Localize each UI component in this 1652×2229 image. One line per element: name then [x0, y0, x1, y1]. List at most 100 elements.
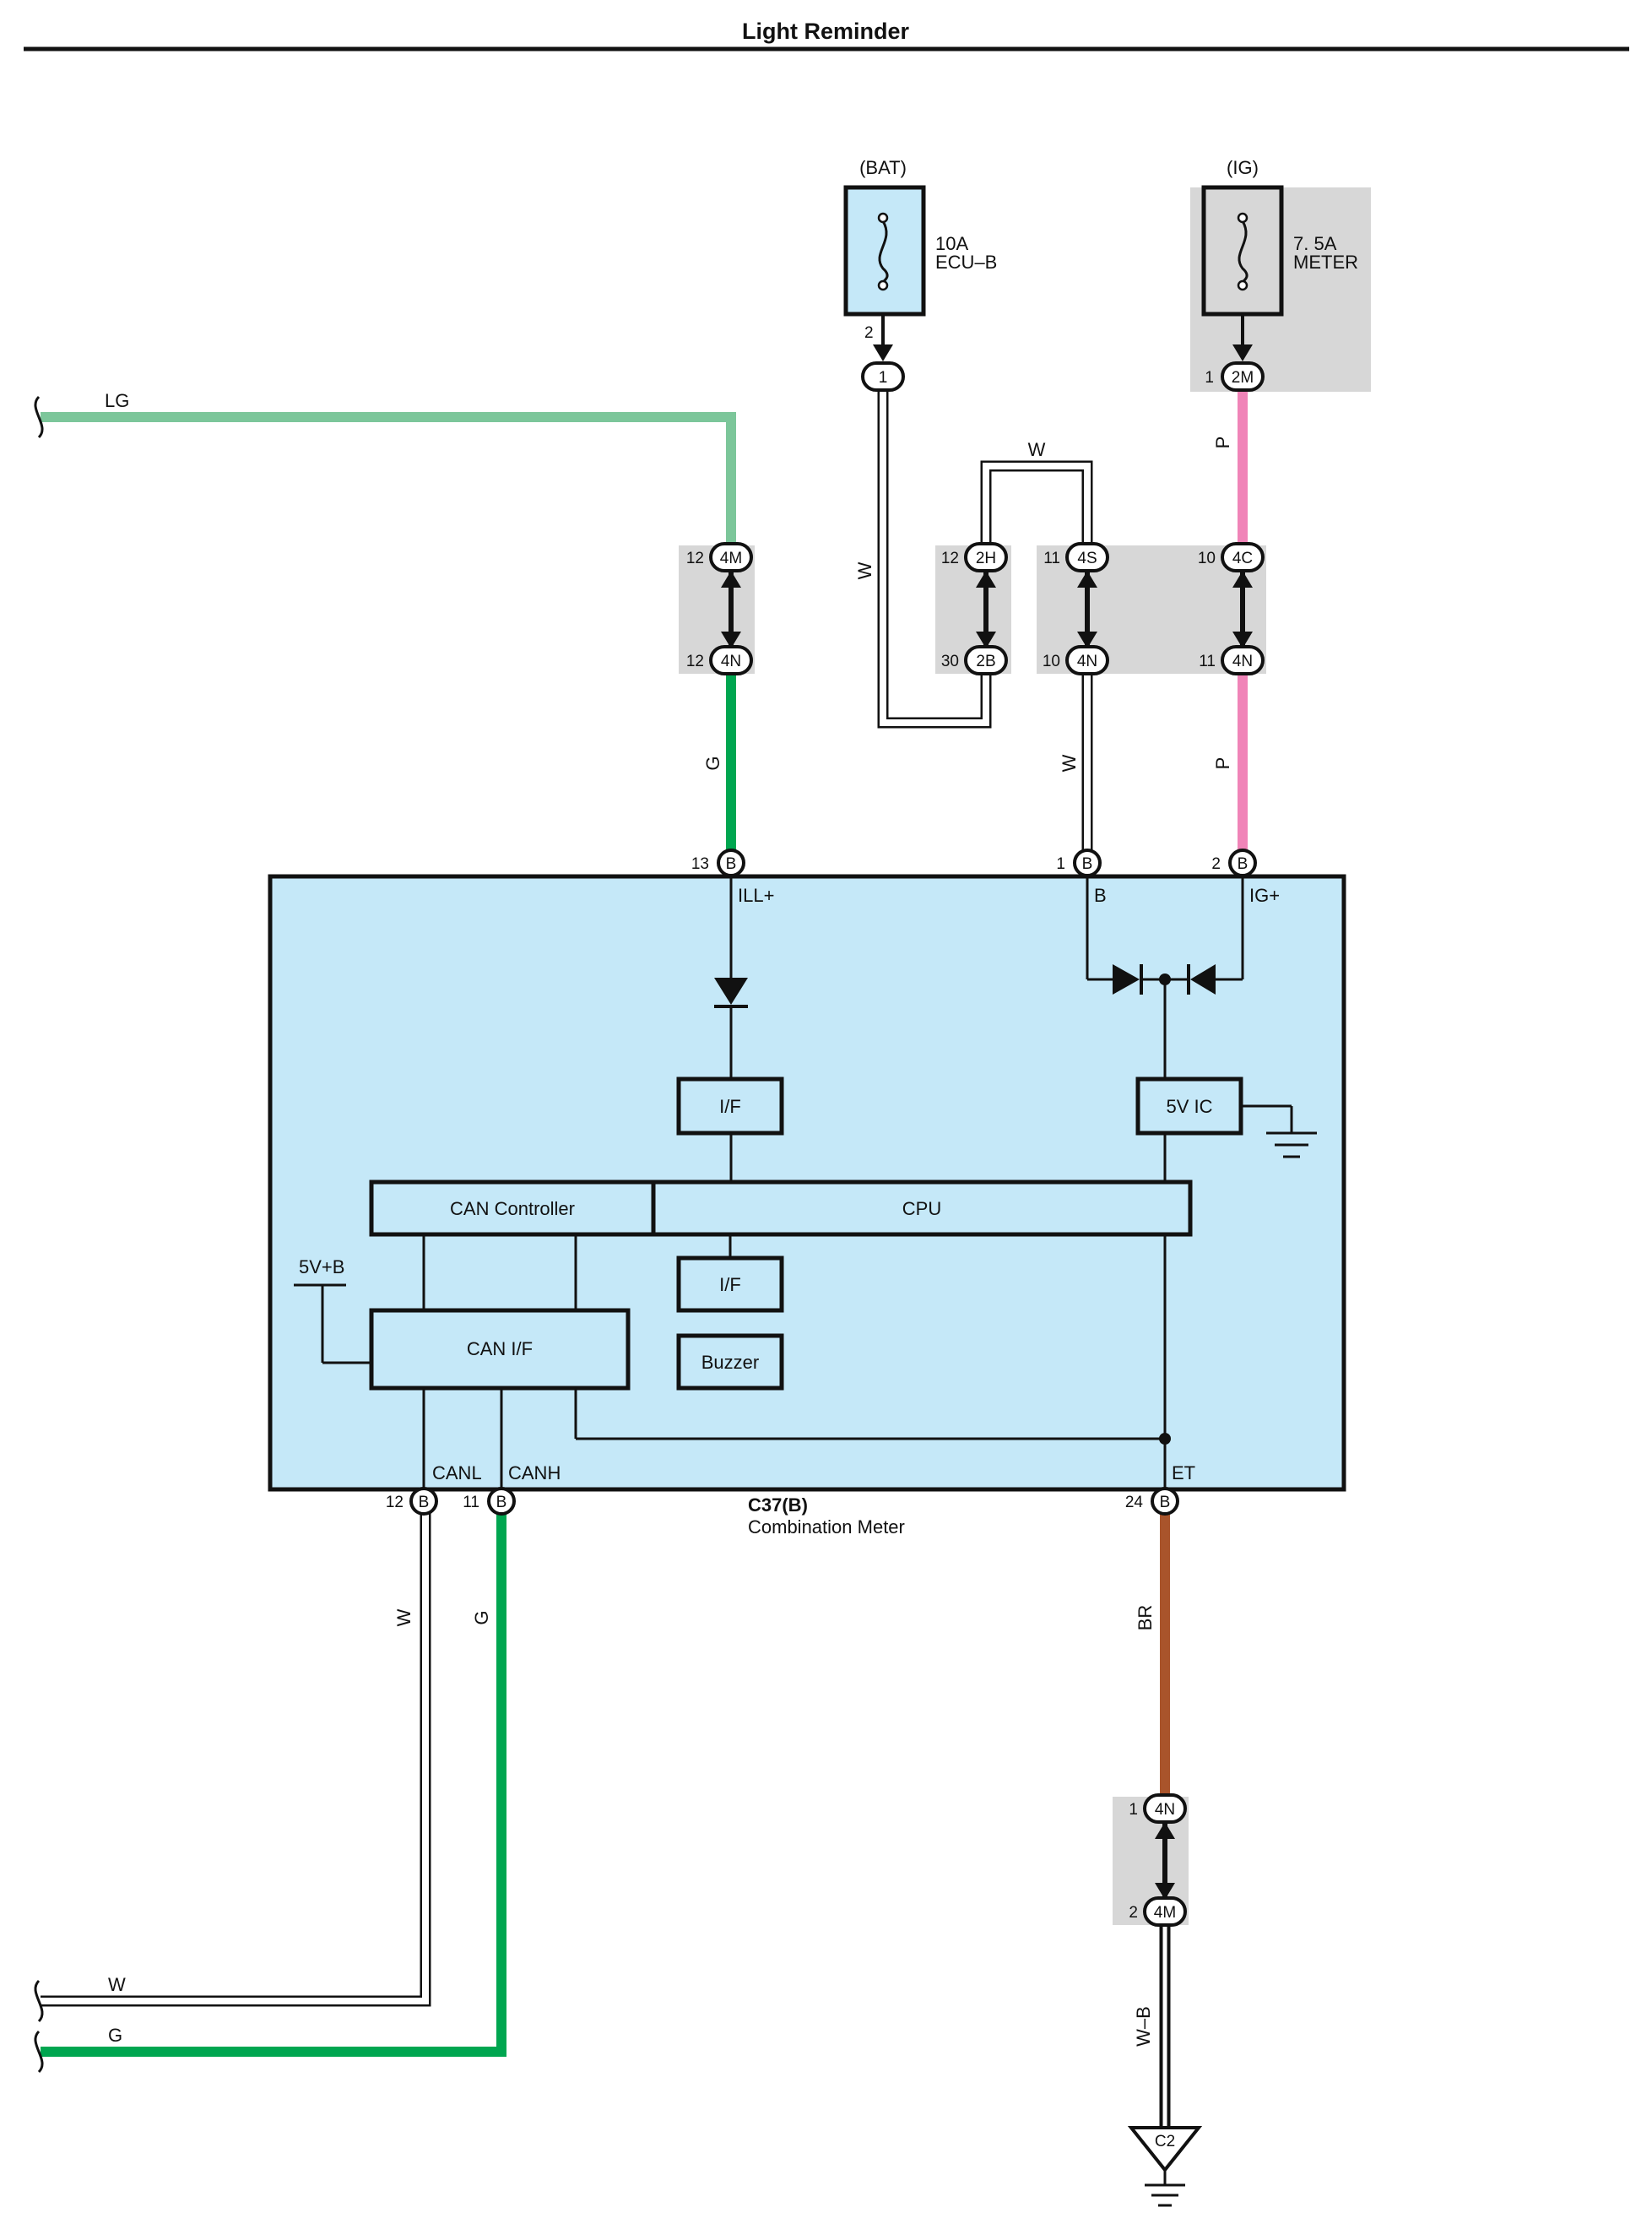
connector-pair-4C-4N: 4C 10 4N 11	[1198, 542, 1265, 675]
ground-c2: C2	[1127, 2126, 1203, 2207]
svg-text:IG+: IG+	[1249, 885, 1280, 906]
svg-text:11: 11	[1199, 653, 1216, 670]
svg-text:24: 24	[1125, 1494, 1144, 1511]
meter-pin-et: B 24	[1125, 1487, 1179, 1516]
fuse-terminal	[1237, 279, 1248, 291]
svg-text:4N: 4N	[721, 653, 741, 670]
wire-w-loop	[980, 460, 1093, 545]
svg-text:C2: C2	[1155, 2133, 1175, 2150]
ground-icon	[1266, 1131, 1317, 1158]
wire-g-canh	[41, 1513, 506, 2057]
arrow-icon	[1077, 571, 1097, 588]
meter-pin-b: B 1 B	[1056, 849, 1107, 906]
arrow-icon	[1232, 632, 1253, 648]
page-title: Light Reminder	[742, 19, 909, 44]
wire-label-lg: LG	[105, 390, 129, 411]
svg-text:B: B	[496, 1494, 507, 1511]
wire-break-icon	[34, 1979, 44, 2023]
connector-2M	[1221, 361, 1265, 392]
arrow-icon	[873, 344, 893, 361]
svg-text:CAN I/F: CAN I/F	[467, 1338, 533, 1359]
if-block-top	[676, 1077, 784, 1136]
svg-text:4S: 4S	[1077, 550, 1097, 567]
svg-text:5V IC: 5V IC	[1166, 1096, 1212, 1117]
wire-label-w-bat: W	[854, 561, 875, 579]
svg-text:B: B	[726, 855, 737, 873]
5v-b-label: 5V+B	[299, 1256, 344, 1277]
cpu-block	[651, 1180, 1193, 1237]
svg-text:12: 12	[386, 1494, 404, 1511]
svg-text:4M: 4M	[720, 550, 742, 567]
wire-break-icon	[34, 2030, 44, 2074]
svg-text:B: B	[1094, 885, 1107, 906]
arrow-icon	[721, 571, 741, 588]
wire-label-p-lower: P	[1212, 757, 1233, 770]
svg-text:B: B	[1238, 855, 1248, 873]
connector-pair-bottom-4N-4M: 4N 1 4M 2	[1129, 1793, 1187, 1927]
svg-text:1: 1	[879, 369, 888, 387]
wire-label-g-canh: G	[471, 1610, 492, 1624]
svg-text:B: B	[1160, 1494, 1171, 1511]
svg-text:30: 30	[941, 653, 959, 670]
wire-label-w-canl: W	[393, 1608, 414, 1626]
bat-fuse-box	[843, 185, 926, 317]
ig-fuse-name: METER	[1293, 252, 1358, 273]
wire-label-p-upper: P	[1212, 437, 1233, 449]
can-controller-block	[369, 1180, 656, 1237]
svg-text:I/F: I/F	[719, 1096, 741, 1117]
wire-w-canl	[41, 1513, 431, 2007]
fuse-terminal	[877, 212, 889, 224]
svg-text:1: 1	[1129, 1801, 1138, 1819]
can-if-block	[369, 1308, 631, 1391]
canh-label: CANH	[508, 1462, 561, 1483]
svg-text:2: 2	[1129, 1904, 1138, 1922]
ig-fuse-box	[1201, 185, 1284, 317]
svg-text:I/F: I/F	[719, 1274, 741, 1295]
arrow-icon	[1155, 1822, 1175, 1839]
bat-label: (BAT)	[859, 157, 907, 178]
ig-label: (IG)	[1227, 157, 1259, 178]
svg-text:4N: 4N	[1155, 1801, 1175, 1819]
bat-source: (BAT) 10A ECU–B 2	[843, 157, 997, 361]
svg-text:12: 12	[941, 550, 959, 567]
svg-text:2: 2	[1211, 855, 1221, 873]
svg-text:4N: 4N	[1077, 653, 1097, 670]
arrow-icon	[976, 632, 996, 648]
arrow-icon	[976, 571, 996, 588]
5v-ic-block	[1135, 1077, 1243, 1136]
wire-label-g-bottom: G	[108, 2025, 122, 2046]
diode-icon	[714, 978, 748, 1005]
svg-text:1: 1	[1056, 855, 1065, 873]
ig-fuse-rating: 7. 5A	[1293, 233, 1337, 254]
fuse-terminal	[877, 279, 889, 291]
wire-label-wb: W–B	[1133, 2006, 1154, 2047]
svg-text:12: 12	[686, 653, 704, 670]
svg-text:CPU: CPU	[902, 1198, 941, 1219]
arrow-icon	[1232, 571, 1253, 588]
ground-triangle-icon	[1127, 2126, 1203, 2173]
svg-text:11: 11	[1043, 550, 1060, 567]
if-block-mid	[676, 1256, 784, 1313]
svg-text:2M: 2M	[1232, 369, 1254, 387]
ig-source: (IG) 7. 5A METER	[1190, 157, 1371, 392]
meter-pin-ill: B 13 ILL+	[691, 849, 774, 906]
diode-icon	[1190, 964, 1216, 995]
svg-text:12: 12	[686, 550, 704, 567]
wire-label-w-bottom: W	[108, 1974, 126, 1995]
arrow-icon	[721, 632, 741, 648]
meter-pin-canh: B 11	[463, 1487, 516, 1516]
connector-1	[861, 361, 905, 392]
diode-icon	[1113, 964, 1140, 995]
svg-text:10: 10	[1043, 653, 1060, 670]
junction-dot	[1159, 1433, 1171, 1445]
arrow-icon	[1077, 632, 1097, 648]
fuse-terminal	[1237, 212, 1248, 224]
wire-label-br: BR	[1135, 1605, 1156, 1631]
junction-dot	[1159, 973, 1171, 985]
svg-text:4M: 4M	[1154, 1904, 1176, 1922]
meter-pin-canl: B 12	[386, 1487, 438, 1516]
bat-fuse-name: ECU–B	[935, 252, 997, 273]
svg-text:4C: 4C	[1232, 550, 1253, 567]
arrow-icon	[1232, 344, 1253, 361]
